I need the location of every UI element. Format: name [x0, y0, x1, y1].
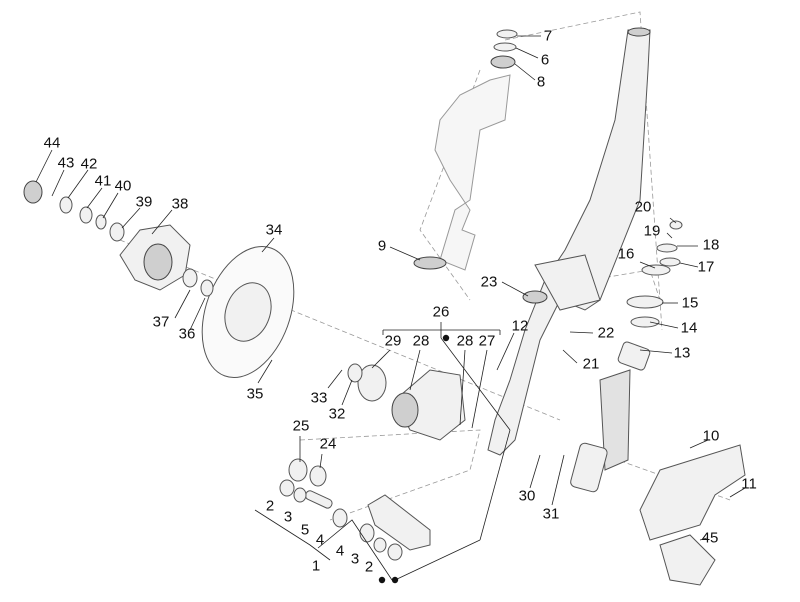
brake-caliper-part [347, 363, 466, 441]
callout-11: 11 [741, 475, 757, 493]
callout-30: 30 [518, 487, 536, 505]
callout-1: 1 [311, 557, 321, 575]
right-small-parts [641, 220, 683, 276]
callout-9: 9 [377, 237, 387, 255]
shock-absorber-part [570, 295, 664, 493]
callout-33: 33 [310, 389, 328, 407]
fork-tube-part [487, 27, 651, 456]
callout-6: 6 [540, 51, 550, 69]
callout-45: 45 [701, 529, 719, 547]
callout-29: 29 [384, 332, 402, 350]
steering-column-part [434, 74, 511, 271]
callout-42: 42 [80, 155, 98, 173]
callout-36: 36 [178, 325, 196, 343]
callout-3-right: 3 [350, 550, 360, 568]
callout-4-left: 4 [315, 531, 325, 549]
callout-38: 38 [171, 195, 189, 213]
brake-disc-part [201, 246, 295, 378]
callout-44: 44 [43, 134, 61, 152]
callout-35: 35 [246, 385, 264, 403]
callout-31: 31 [542, 505, 560, 523]
callout-28-left: 28 [412, 332, 430, 350]
callout-43: 43 [57, 154, 75, 172]
callout-37: 37 [152, 313, 170, 331]
hub-rings [23, 180, 214, 297]
top-rings [413, 29, 548, 304]
callout-15: 15 [681, 294, 699, 312]
callout-19: 19 [643, 222, 661, 240]
callout-18: 18 [702, 236, 720, 254]
leader-lines [35, 35, 746, 581]
callout-12: 12 [511, 317, 529, 335]
callout-41: 41 [94, 172, 112, 190]
callout-40: 40 [114, 177, 132, 195]
callout-32: 32 [328, 405, 346, 423]
wheel-hub-part [119, 224, 191, 291]
callout-2-right: 2 [364, 558, 374, 576]
callout-13: 13 [673, 344, 691, 362]
callout-20: 20 [634, 198, 652, 216]
callout-4-right: 4 [335, 542, 345, 560]
callout-39: 39 [135, 193, 153, 211]
callout-25: 25 [292, 417, 310, 435]
callout-10: 10 [702, 427, 720, 445]
callout-dots [378, 334, 450, 584]
callout-5: 5 [300, 521, 310, 539]
callout-14: 14 [680, 319, 698, 337]
callout-3-left: 3 [283, 508, 293, 526]
callout-34: 34 [265, 221, 283, 239]
callout-28-right: 28 [456, 332, 474, 350]
swing-arm-part [279, 458, 431, 561]
callout-23: 23 [480, 273, 498, 291]
callout-24: 24 [319, 435, 337, 453]
callout-7: 7 [543, 27, 553, 45]
callout-22: 22 [597, 324, 615, 342]
callout-27: 27 [478, 332, 496, 350]
callout-26: 26 [432, 303, 450, 321]
callout-8: 8 [536, 73, 546, 91]
callout-2-left: 2 [265, 497, 275, 515]
callout-17: 17 [697, 258, 715, 276]
callout-21: 21 [582, 355, 600, 373]
cover-part [639, 444, 746, 586]
callout-16: 16 [617, 245, 635, 263]
